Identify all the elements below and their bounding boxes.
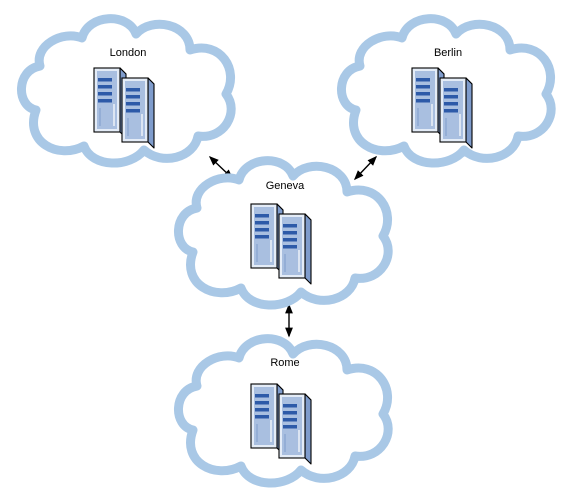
node-berlin: Berlin [341, 19, 551, 163]
node-rome: Rome [178, 339, 388, 483]
node-label-london: London [110, 47, 147, 59]
node-label-rome: Rome [270, 357, 299, 369]
node-geneva: Geneva [178, 161, 388, 305]
node-label-geneva: Geneva [266, 180, 305, 192]
node-label-berlin: Berlin [434, 47, 462, 59]
link-berlin-geneva [353, 155, 378, 181]
node-london: London [21, 19, 231, 163]
